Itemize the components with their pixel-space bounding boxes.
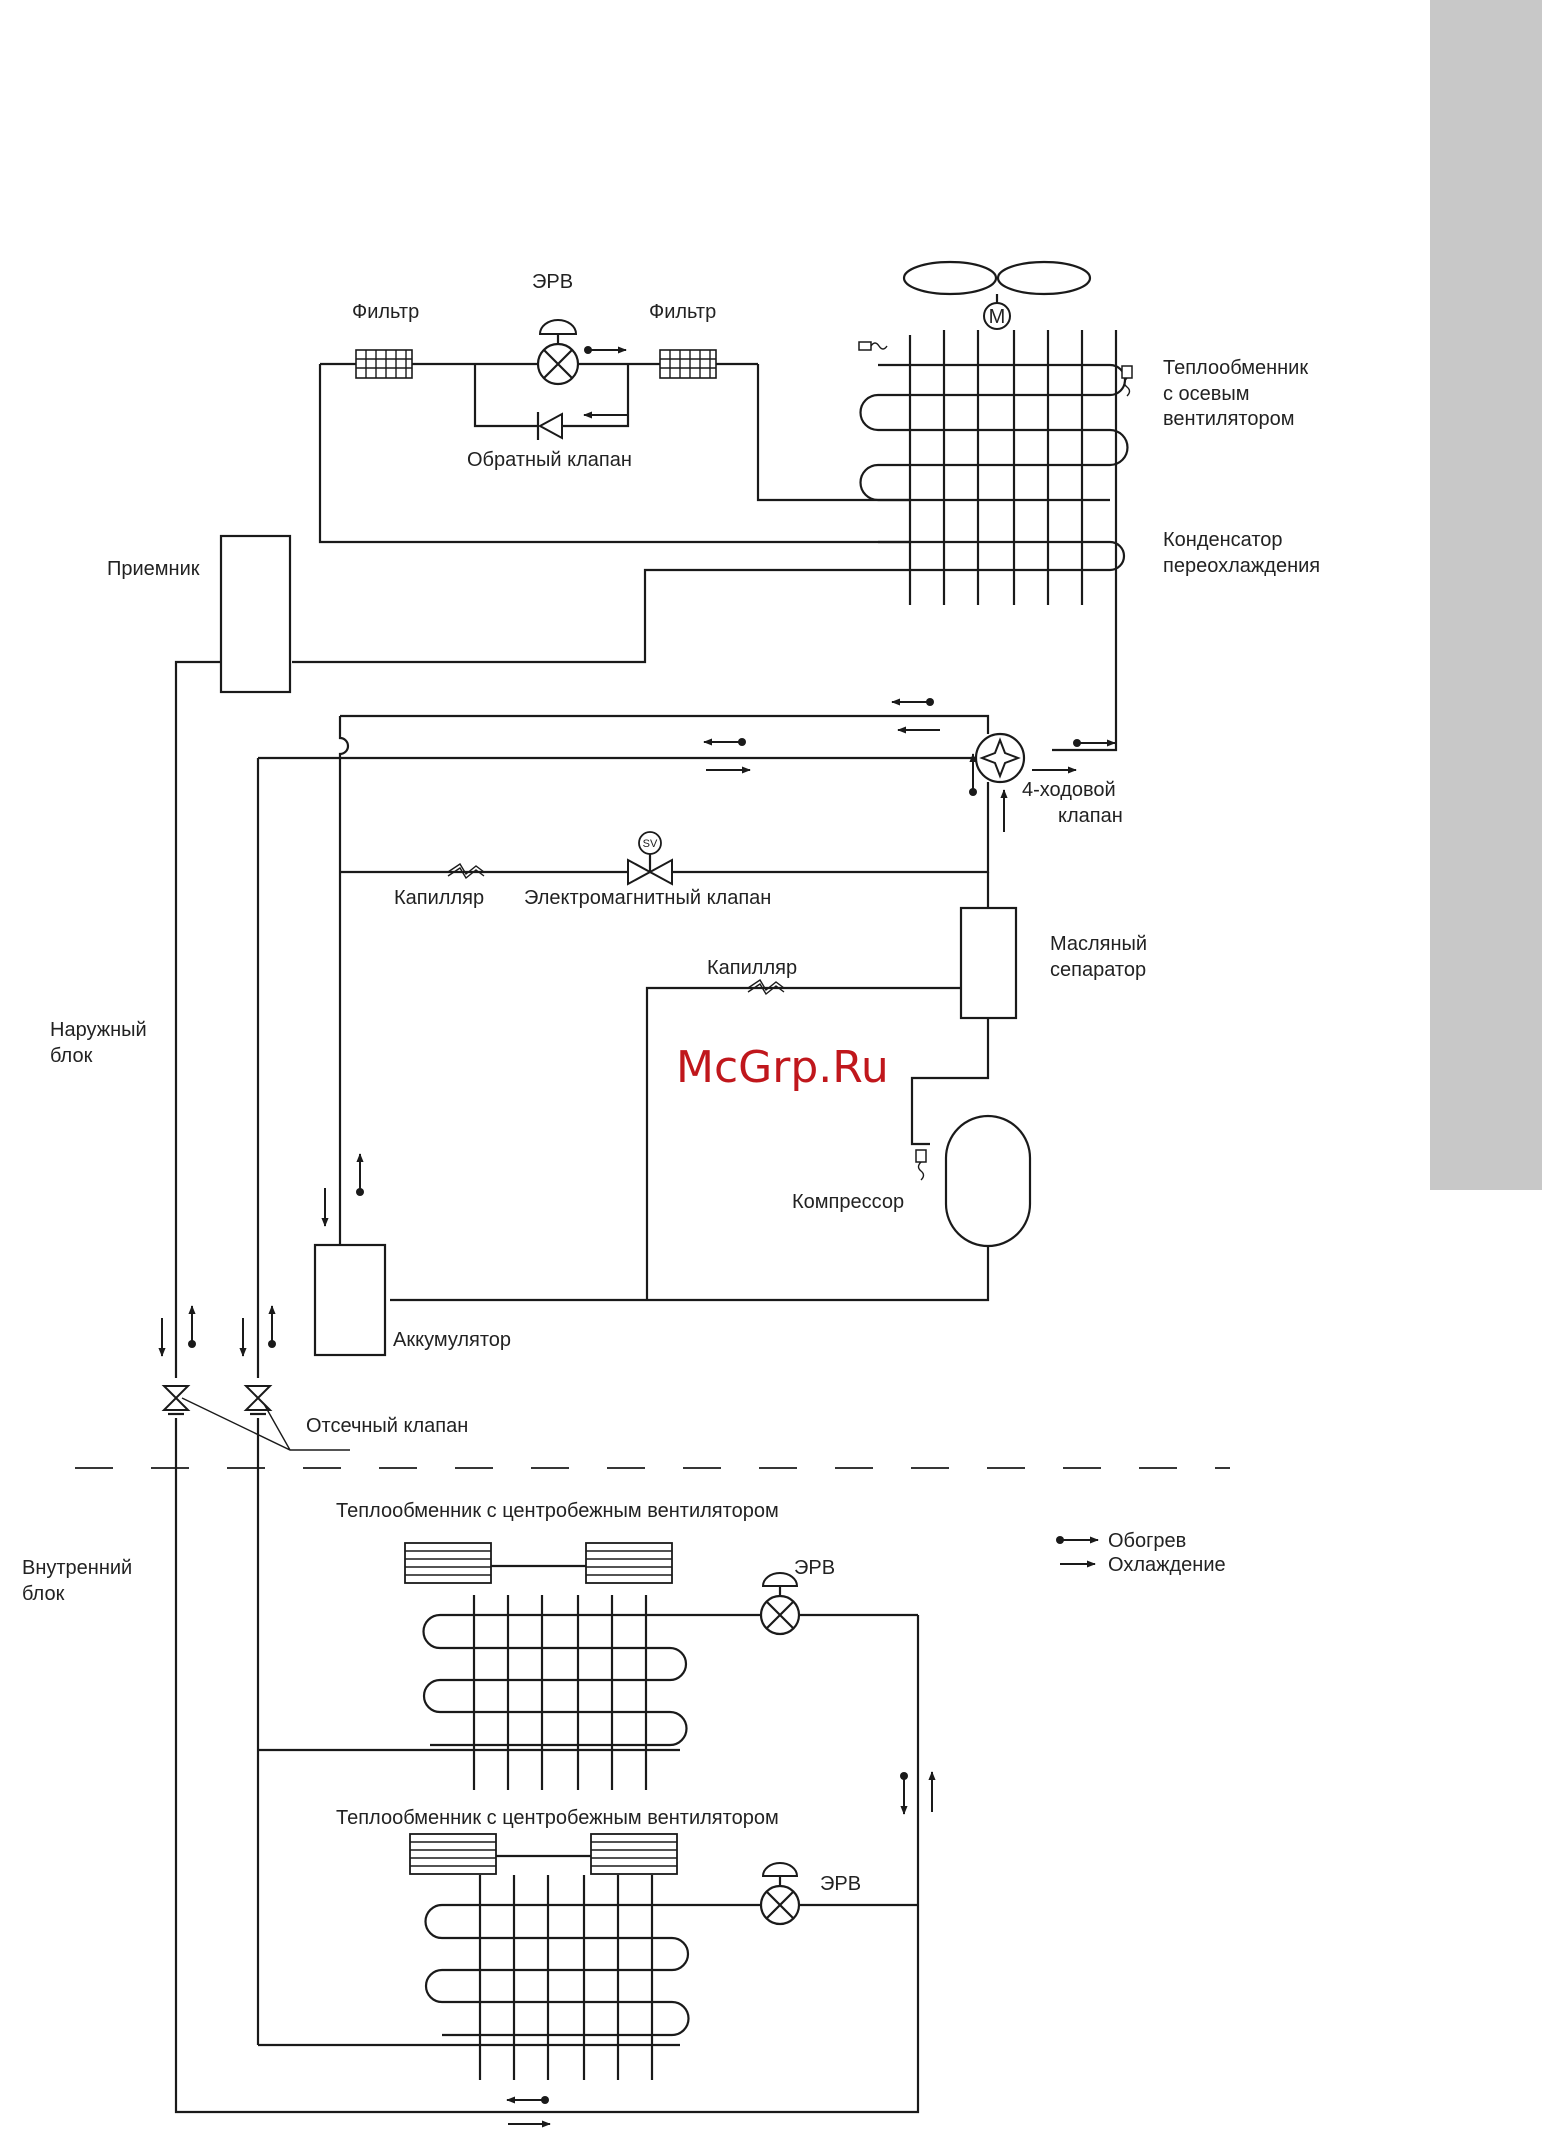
erv-indoor-1-label: ЭРВ xyxy=(794,1557,835,1579)
outdoor-unit-label-2: блок xyxy=(50,1045,93,1067)
centrifugal-hx-2-coil xyxy=(258,1875,760,2080)
temperature-sensor-icon xyxy=(858,341,888,351)
heating-flow-arrow xyxy=(507,2096,549,2104)
watermark: McGrp.Ru xyxy=(676,1042,889,1093)
heating-flow-arrow xyxy=(188,1306,196,1348)
sv-label: SV xyxy=(643,838,658,850)
centrifugal-hx-1-coil xyxy=(258,1595,758,1790)
heating-flow-arrow xyxy=(704,738,746,746)
subcooler-label-2: переохлаждения xyxy=(1163,555,1320,577)
axial-hx-coil xyxy=(292,330,1129,752)
motor-label: M xyxy=(989,306,1006,328)
hx-centrifugal-label-1: Теплообменник с центробежным вентиляторо… xyxy=(336,1500,779,1522)
four-way-valve-label-2: клапан xyxy=(1058,805,1123,827)
indoor-unit-label-1: Внутренний xyxy=(22,1557,132,1579)
heating-flow-arrow xyxy=(268,1306,276,1348)
heating-flow-arrow xyxy=(356,1154,364,1196)
four-way-valve-label-1: 4-ходовой xyxy=(1022,779,1116,801)
check-valve-label: Обратный клапан xyxy=(467,449,632,471)
heating-flow-arrow xyxy=(900,1772,908,1814)
solenoid-valve-icon: SV xyxy=(627,831,673,886)
capillary-1-label: Капилляр xyxy=(394,887,484,909)
hx-axial-label-2: с осевым xyxy=(1163,383,1250,405)
temperature-sensor-icon xyxy=(915,1149,927,1181)
solenoid-valve-label: Электромагнитный клапан xyxy=(524,887,771,909)
filter-right-label: Фильтр xyxy=(649,301,716,323)
filter-right-icon xyxy=(659,349,717,379)
hx-centrifugal-label-2: Теплообменник с центробежным вентиляторо… xyxy=(336,1807,779,1829)
erv-valve-indoor-1-icon xyxy=(759,1572,801,1636)
temperature-sensor-icon xyxy=(1121,365,1133,397)
filter-left-icon xyxy=(355,349,413,379)
erv-top-label: ЭРВ xyxy=(532,271,573,293)
oil-separator-box xyxy=(959,906,1018,1020)
compressor-label: Компрессор xyxy=(792,1191,904,1213)
accumulator-box xyxy=(313,1243,387,1357)
heating-flow-arrow xyxy=(1073,739,1115,747)
outdoor-unit-label-1: Наружный xyxy=(50,1019,147,1041)
side-tab xyxy=(1430,0,1542,1190)
hx-axial-label-1: Теплообменник xyxy=(1163,357,1308,379)
axial-fan-icon xyxy=(902,260,1092,296)
centrifugal-fan-2-icon xyxy=(409,1833,678,1875)
filter-left-label: Фильтр xyxy=(352,301,419,323)
receiver-box xyxy=(219,534,292,694)
legend-heating-label: Обогрев xyxy=(1108,1530,1186,1552)
legend-heating-arrow xyxy=(1056,1536,1098,1544)
four-way-valve-icon xyxy=(974,732,1026,784)
indoor-unit-label-2: блок xyxy=(22,1583,65,1605)
legend-cooling-label: Охлаждение xyxy=(1108,1554,1226,1576)
erv-indoor-2-label: ЭРВ xyxy=(820,1873,861,1895)
capillary-2-label: Капилляр xyxy=(707,957,797,979)
heating-flow-arrow xyxy=(584,346,626,354)
check-valve-icon xyxy=(536,412,563,440)
legend: Обогрев Охлаждение xyxy=(1056,1530,1226,1576)
fan-motor-icon: M xyxy=(983,302,1011,330)
hx-axial-label-3: вентилятором xyxy=(1163,408,1294,430)
shutoff-valve-label: Отсечный клапан xyxy=(306,1415,468,1437)
accumulator-label: Аккумулятор xyxy=(393,1329,511,1351)
subcooler-label-1: Конденсатор xyxy=(1163,529,1283,551)
capillary-1-icon xyxy=(447,863,485,880)
erv-valve-top-icon xyxy=(536,319,580,386)
erv-valve-indoor-2-icon xyxy=(759,1862,801,1926)
receiver-label: Приемник xyxy=(107,558,200,580)
shutoff-valve-icon xyxy=(161,1385,191,1416)
centrifugal-fan-1-icon xyxy=(404,1542,673,1584)
oil-separator-label-1: Масляный xyxy=(1050,933,1147,955)
shutoff-valve-icon xyxy=(243,1385,273,1416)
heating-flow-arrow xyxy=(892,698,934,706)
oil-separator-label-2: сепаратор xyxy=(1050,959,1146,981)
compressor-body xyxy=(944,1114,1032,1248)
capillary-2-icon xyxy=(747,979,785,996)
